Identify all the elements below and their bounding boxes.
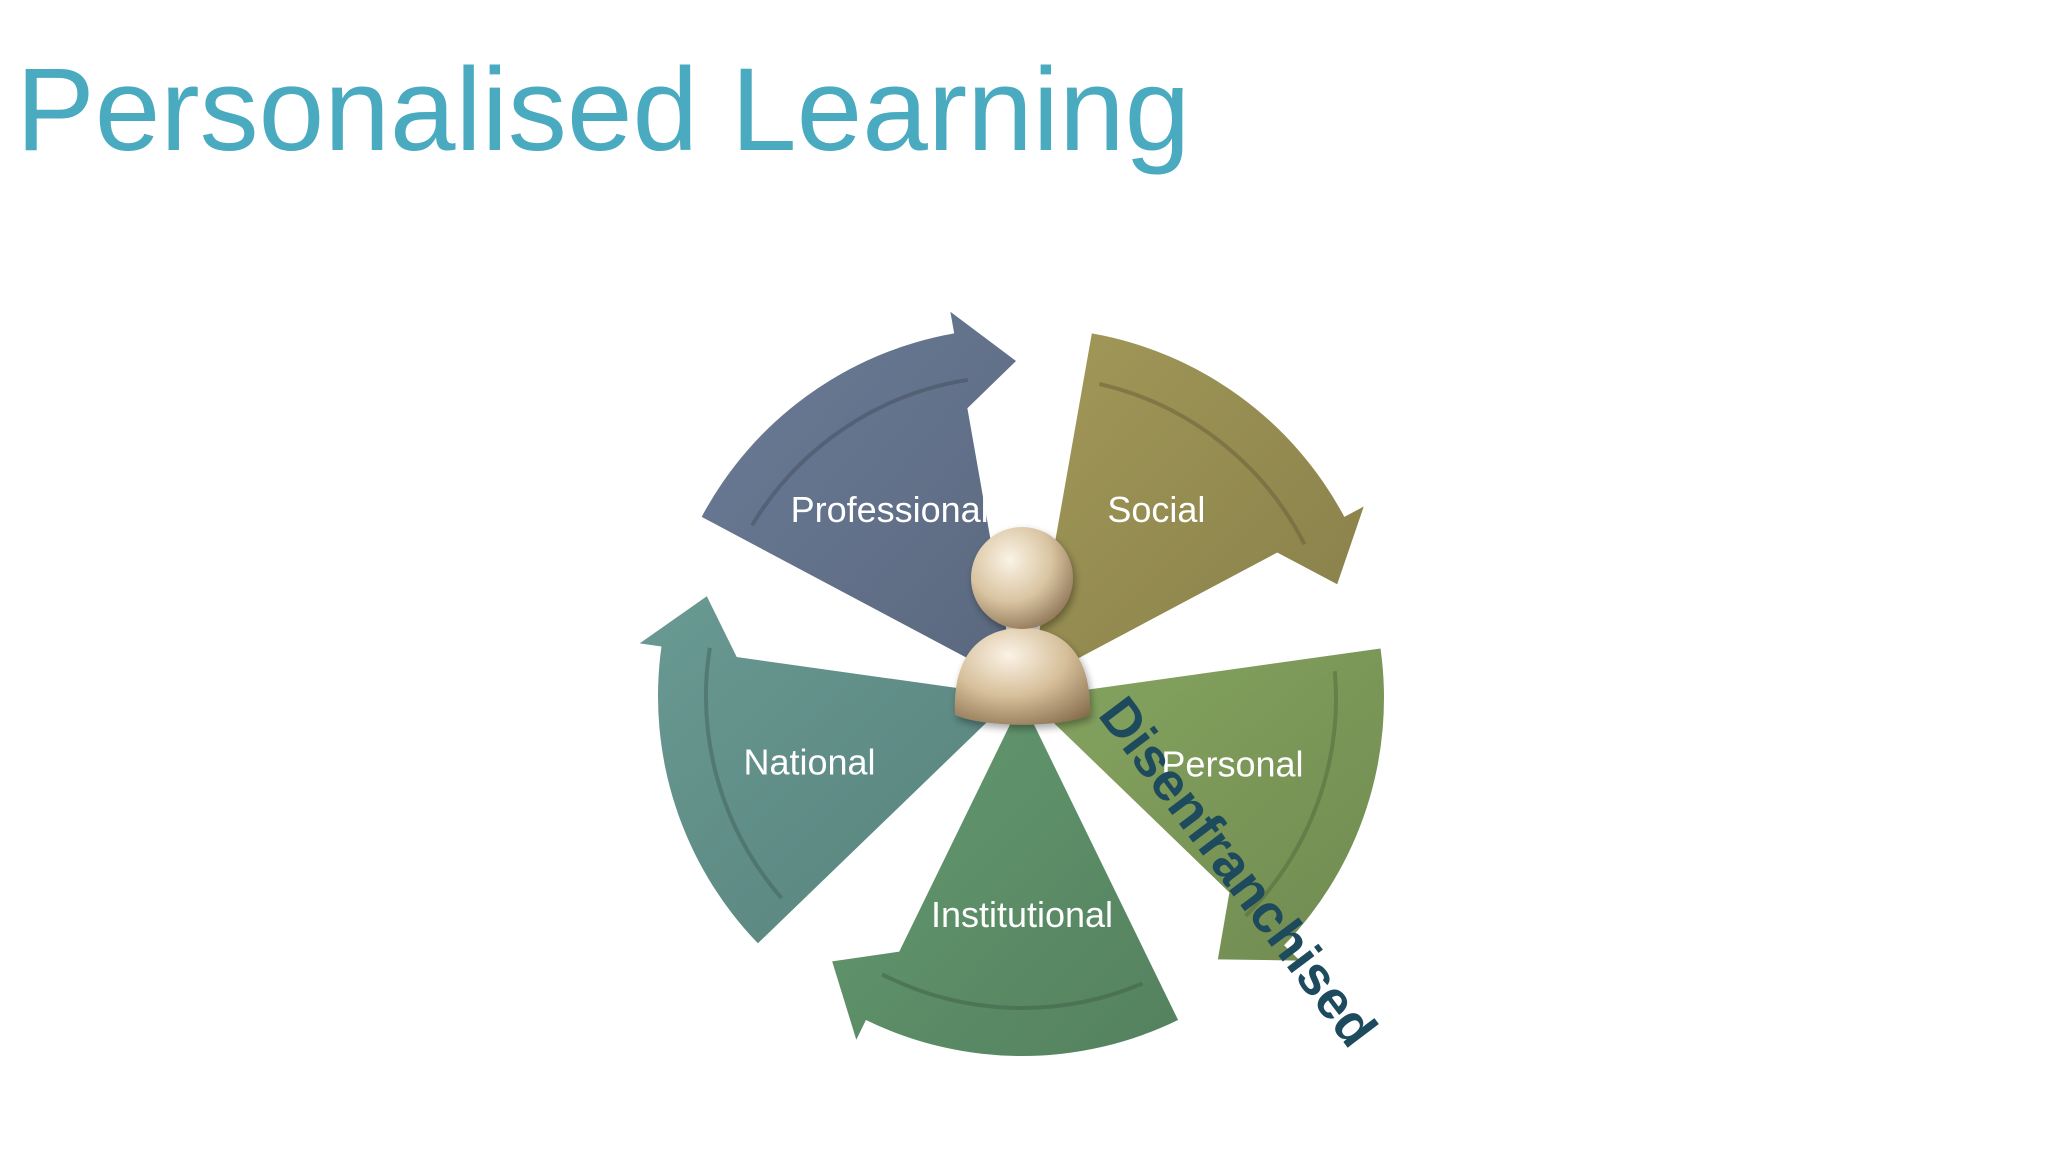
- segment-social-groove: [1098, 381, 1307, 546]
- person-body-shape: [954, 628, 1091, 725]
- segment-national-label: National: [743, 741, 875, 782]
- segment-national-groove: [704, 647, 784, 900]
- person-head-shape: [971, 527, 1073, 629]
- segment-national: [639, 596, 1014, 944]
- segment-personal: [1028, 648, 1385, 961]
- segment-institutional-label: Institutional: [931, 894, 1113, 935]
- segment-personal-groove: [1244, 670, 1338, 918]
- segment-professional: [701, 311, 1016, 684]
- person-icon: [954, 527, 1091, 725]
- segment-professional-label: Professional: [791, 489, 989, 530]
- segment-institutional-groove: [881, 972, 1144, 1010]
- segment-social-label: Social: [1107, 489, 1205, 530]
- segment-social: [1030, 333, 1364, 684]
- segment-personal-label: Personal: [1161, 743, 1303, 784]
- segment-institutional: [832, 700, 1179, 1056]
- segment-professional-groove: [750, 377, 969, 527]
- slide-title: Personalised Learning: [16, 44, 1191, 176]
